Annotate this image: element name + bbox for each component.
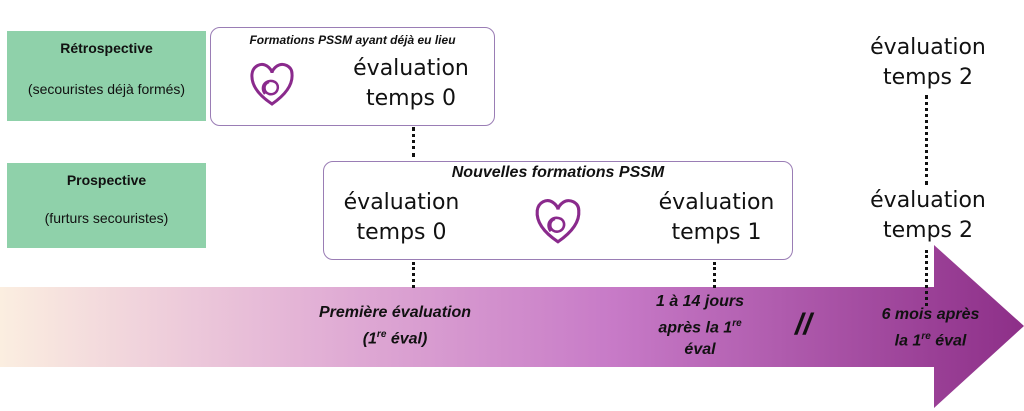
prospective-title: Prospective [66,172,147,188]
connector-t0-to-timeline [412,262,415,288]
timeline-mid-pre: après la 1 [658,319,733,337]
timeline-first-line2: (1re éval) [295,324,495,350]
prosp-eval-t2-line1: évaluation [870,188,986,213]
retro-eval-t2-line1: évaluation [870,35,986,60]
prospective-label: Prospective (furturs secouristes) [7,163,206,248]
connector-retro-t2 [925,95,928,185]
timeline-last-line2: la 1re éval [858,326,1003,352]
past-formations-title: Formations PSSM ayant déjà eu lieu [249,33,456,47]
timeline-first-pre: (1 [362,330,377,348]
connector-past-to-new [412,127,415,157]
timeline-mid-sup: re [732,318,742,329]
new-eval-t0-line2: temps 0 [356,220,447,245]
heart-icon [250,62,294,106]
retrospective-title: Rétrospective [60,40,153,56]
retrospective-subtitle: (secouristes déjà formés) [27,81,186,97]
past-eval-t0: évaluation temps 0 [331,54,491,114]
timeline-mid-line3: éval [684,341,716,359]
retrospective-label: Rétrospective (secouristes déjà formés) [7,31,206,121]
timeline-first-post: éval) [386,330,428,348]
new-eval-t1-line1: évaluation [658,190,775,215]
past-eval-line2: temps 0 [365,86,456,111]
timeline-mid-eval: 1 à 14 jours après la 1re éval [630,291,770,361]
timeline-first-eval: Première évaluation (1re éval) [295,302,495,350]
new-eval-t1-line2: temps 1 [671,220,762,245]
new-eval-t1: évaluation temps 1 [639,188,794,248]
timeline-first-sup: re [376,329,387,340]
timeline-last-eval: 6 mois après la 1re éval [858,304,1003,352]
retro-eval-t2: évaluation temps 2 [848,33,1008,93]
new-formations-title: Nouvelles formations PSSM [451,164,665,181]
timeline-mid-line2: après la 1re [630,313,770,339]
timeline-last-post: éval [930,332,967,350]
timeline-last-pre: la 1 [894,332,922,350]
connector-prosp-t2 [925,250,928,306]
new-eval-t0: évaluation temps 0 [324,188,479,248]
timeline-mid-line1: 1 à 14 jours [655,293,745,310]
new-formations-panel: Nouvelles formations PSSM évaluation tem… [323,161,793,260]
timeline-first-line1: Première évaluation [318,304,472,321]
prosp-eval-t2-line2: temps 2 [882,218,973,243]
retro-eval-t2-line2: temps 2 [882,65,973,90]
connector-t1-to-timeline [713,262,716,288]
timeline-last-line1: 6 mois après [881,306,980,323]
timeline-break: // [795,308,812,341]
past-eval-line1: évaluation [353,56,469,81]
heart-icon [535,199,581,244]
past-formations-panel: Formations PSSM ayant déjà eu lieu évalu… [210,27,495,126]
timeline-last-sup: re [921,331,931,342]
new-eval-t0-line1: évaluation [343,190,460,215]
prosp-eval-t2: évaluation temps 2 [848,186,1008,246]
prospective-subtitle: (furturs secouristes) [44,210,169,226]
